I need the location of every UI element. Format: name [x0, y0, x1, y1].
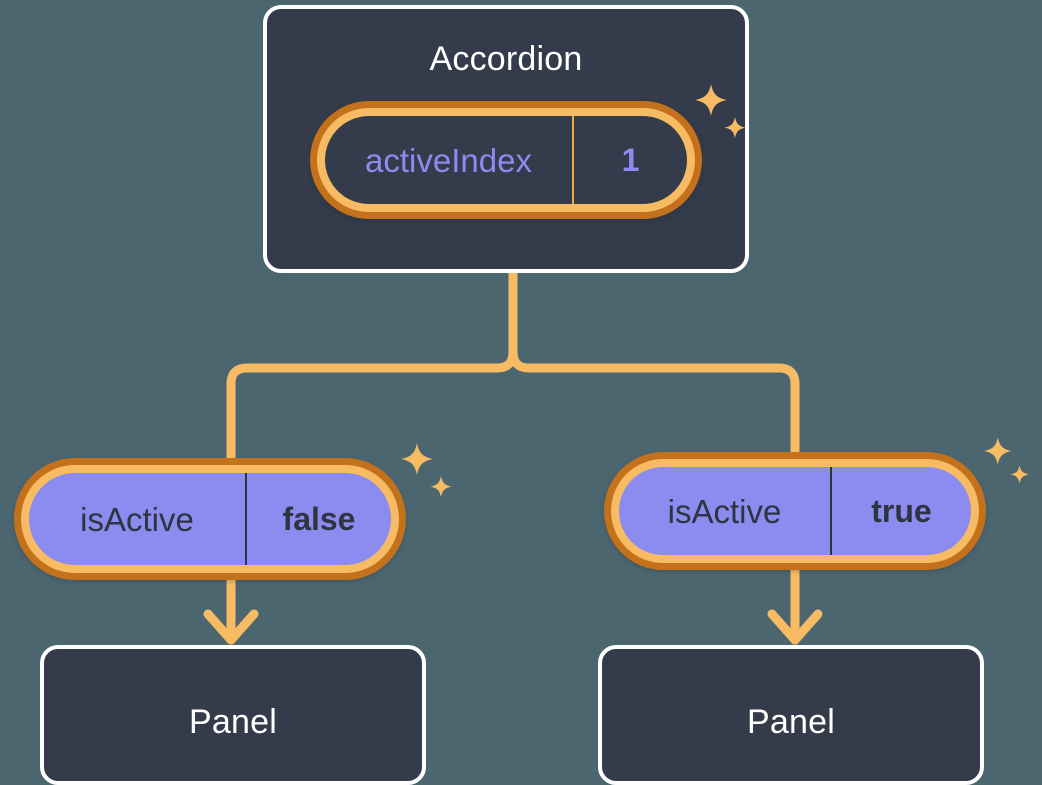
state-key-active-index: activeIndex	[325, 116, 574, 204]
accordion-card-title: Accordion	[429, 40, 583, 78]
state-key-is-active-right: isActive	[619, 467, 832, 555]
connector-accordion-to-right	[508, 268, 800, 460]
state-pill-is-active-right[interactable]: isActive true	[604, 452, 986, 570]
state-pill-body-right: isActive true	[619, 467, 971, 555]
panel-component-card-right[interactable]: Panel	[598, 645, 984, 785]
state-value-active-index: 1	[621, 142, 640, 178]
state-pill-inner-ring-left: isActive false	[21, 465, 399, 573]
state-pill-active-index[interactable]: activeIndex 1	[310, 101, 702, 219]
arrowhead-left-panel	[203, 609, 259, 645]
sparkle-star-small	[430, 476, 452, 498]
state-pill-inner-ring-right: isActive true	[611, 459, 979, 563]
panel-card-title-left: Panel	[189, 703, 277, 741]
arrowhead-right-panel	[767, 609, 823, 645]
sparkle-icon-left	[401, 443, 452, 498]
state-pill-inner-ring: activeIndex 1	[317, 108, 695, 212]
panel-component-card-left[interactable]: Panel	[40, 645, 426, 785]
state-value-is-active-left: false	[282, 501, 356, 537]
sparkle-star-small	[1010, 465, 1029, 484]
state-pill-is-active-left[interactable]: isActive false	[14, 458, 406, 580]
state-key-is-active-left: isActive	[29, 473, 247, 565]
panel-card-title-right: Panel	[747, 703, 835, 741]
state-value-is-active-right: true	[871, 493, 932, 529]
sparkle-icon-right	[984, 437, 1029, 484]
sparkle-star-large	[401, 443, 433, 475]
state-pill-body-left: isActive false	[29, 473, 391, 565]
connector-accordion-to-left	[226, 268, 518, 467]
state-pill-body: activeIndex 1	[325, 116, 687, 204]
sparkle-star-large	[984, 437, 1012, 465]
